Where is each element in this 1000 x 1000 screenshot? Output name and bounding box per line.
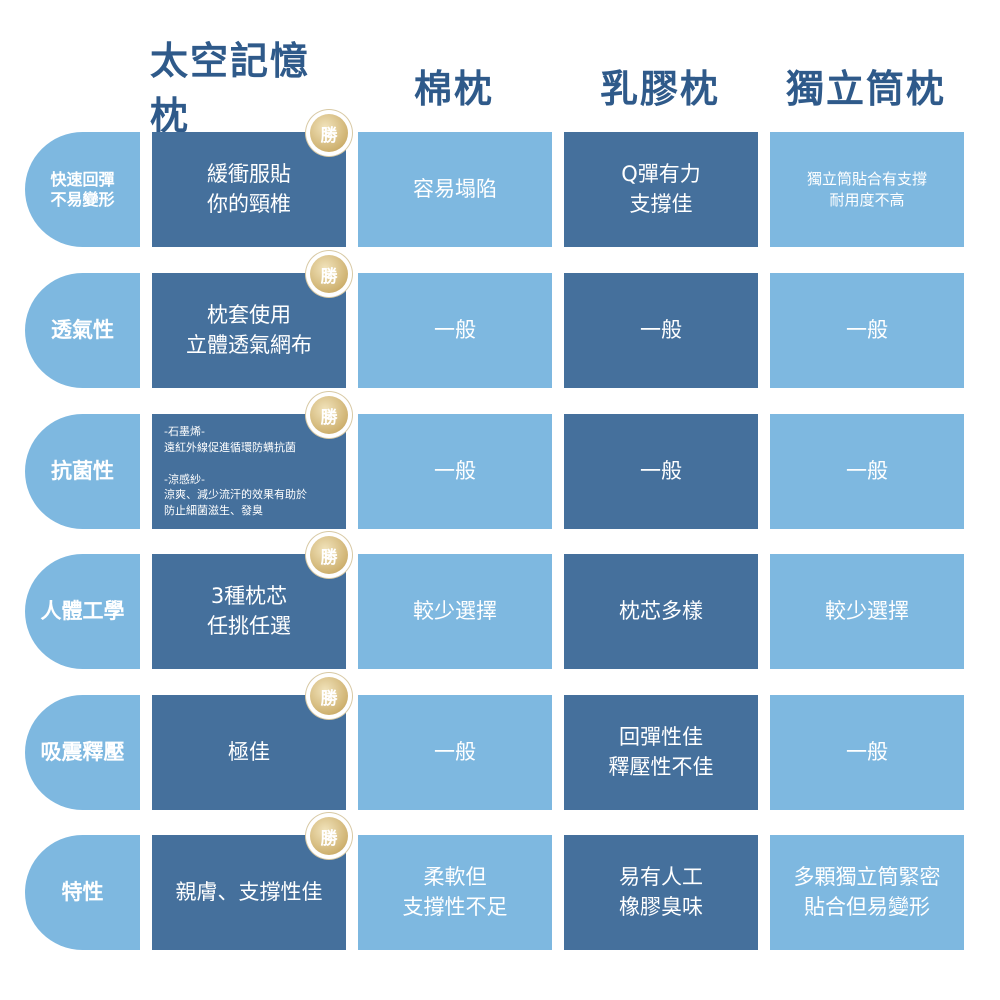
cell-latex-rebound: Q彈有力 支撐佳 [564, 132, 758, 247]
column-header-pocket-spring: 獨立筒枕 [785, 66, 946, 111]
cell-memory-foam-ergonomics: 3種枕芯 任挑任選 [152, 554, 346, 669]
cell-memory-foam-shock-absorption: 極佳 [152, 695, 346, 810]
win-badge-icon: 勝 [306, 673, 352, 719]
win-badge-icon: 勝 [306, 813, 352, 859]
cell-memory-foam-rebound: 緩衝服貼 你的頸椎 [152, 132, 346, 247]
cell-cotton-breathability: 一般 [358, 273, 552, 388]
cell-pocket-spring-antibacterial: 一般 [770, 414, 964, 529]
win-badge-icon: 勝 [306, 392, 352, 438]
cell-latex-ergonomics: 枕芯多樣 [564, 554, 758, 669]
cell-latex-features: 易有人工 橡膠臭味 [564, 835, 758, 950]
win-badge-icon: 勝 [306, 110, 352, 156]
row-label-ergonomics: 人體工學 [25, 554, 140, 669]
row-label-breathability: 透氣性 [25, 273, 140, 388]
cell-cotton-shock-absorption: 一般 [358, 695, 552, 810]
win-badge-icon: 勝 [306, 532, 352, 578]
cell-latex-shock-absorption: 回彈性佳 釋壓性不佳 [564, 695, 758, 810]
row-label-shock-absorption: 吸震釋壓 [25, 695, 140, 810]
row-label-antibacterial: 抗菌性 [25, 414, 140, 529]
cell-latex-antibacterial: 一般 [564, 414, 758, 529]
column-header-memory-foam: 太空記憶枕 [150, 39, 311, 138]
cell-cotton-antibacterial: 一般 [358, 414, 552, 529]
cell-cotton-rebound: 容易塌陷 [358, 132, 552, 247]
cell-pocket-spring-ergonomics: 較少選擇 [770, 554, 964, 669]
cell-pocket-spring-shock-absorption: 一般 [770, 695, 964, 810]
row-label-features: 特性 [25, 835, 140, 950]
column-header-latex: 乳膠枕 [599, 66, 720, 111]
cell-cotton-ergonomics: 較少選擇 [358, 554, 552, 669]
cell-pocket-spring-breathability: 一般 [770, 273, 964, 388]
cell-pocket-spring-features: 多顆獨立筒緊密 貼合但易變形 [770, 835, 964, 950]
column-header-cotton: 棉枕 [413, 66, 494, 111]
cell-memory-foam-features: 親膚、支撐性佳 [152, 835, 346, 950]
cell-pocket-spring-rebound: 獨立筒貼合有支撐 耐用度不高 [770, 132, 964, 247]
cell-cotton-features: 柔軟但 支撐性不足 [358, 835, 552, 950]
win-badge-icon: 勝 [306, 251, 352, 297]
cell-memory-foam-breathability: 枕套使用 立體透氣網布 [152, 273, 346, 388]
cell-latex-breathability: 一般 [564, 273, 758, 388]
cell-memory-foam-antibacterial: -石墨烯- 遠紅外線促進循環防螨抗菌 -涼感紗- 涼爽、減少流汗的效果有助於 防… [152, 414, 346, 529]
row-label-rebound: 快速回彈 不易變形 [25, 132, 140, 247]
